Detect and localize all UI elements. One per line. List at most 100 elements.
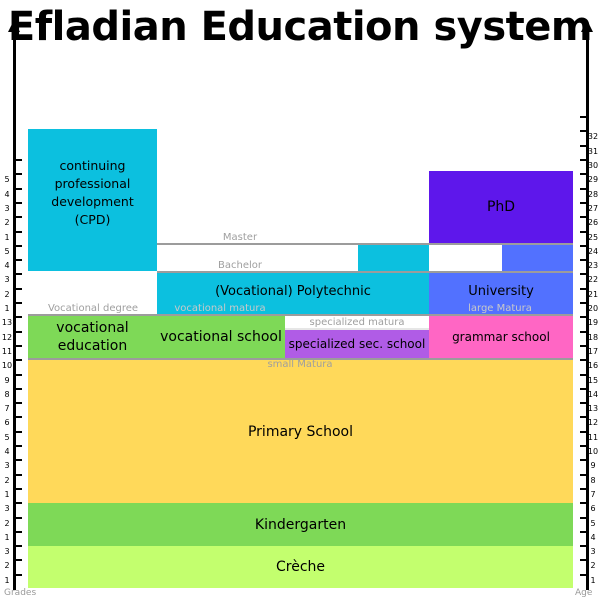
bachelor-line	[157, 271, 573, 273]
right-axis-tick	[579, 173, 587, 176]
left-axis-tick	[14, 487, 22, 490]
left-axis-tick	[14, 316, 22, 319]
right-axis-tick	[579, 573, 587, 576]
right-axis-tick-label: 3	[590, 547, 596, 557]
right-axis-tick	[579, 287, 587, 290]
right-axis-caption: Age	[575, 588, 593, 598]
right-axis-tick-label: 24	[587, 246, 599, 256]
right-axis-tick-label: 28	[587, 189, 599, 199]
left-axis-tick	[14, 359, 22, 362]
left-axis-arrow	[8, 20, 20, 32]
left-axis-tick	[14, 230, 22, 233]
right-axis-tick-label: 27	[587, 203, 599, 213]
left-axis-tick	[14, 530, 22, 533]
left-axis-tick-label: 6	[4, 418, 10, 428]
right-axis-tick-label: 7	[590, 489, 596, 499]
left-axis-tick-label: 2	[4, 218, 10, 228]
right-axis-tick-label: 29	[587, 175, 599, 185]
right-axis-tick	[579, 187, 587, 190]
left-axis-tick-label: 10	[1, 361, 13, 371]
left-axis-tick-label: 7	[4, 404, 10, 414]
left-axis-tick	[14, 273, 22, 276]
bachelor-caption: Bachelor	[218, 260, 262, 271]
right-axis-tick-label: 10	[587, 447, 599, 456]
left-axis-tick-label: 8	[4, 389, 10, 399]
left-axis-tick-label: 3	[4, 461, 10, 471]
left-axis-tick	[14, 373, 22, 376]
phd-label: PhD	[486, 199, 516, 215]
right-axis-tick-label: 22	[587, 275, 599, 285]
left-axis-tick-label: 5	[4, 175, 10, 185]
right-axis-tick	[579, 230, 587, 233]
cpd-label: continuing professional development (CPD…	[51, 158, 134, 227]
right-axis-tick-label: 5	[590, 518, 596, 528]
right-axis-tick	[579, 201, 587, 204]
primary-school-block: Primary School	[28, 360, 573, 503]
right-axis-tick	[579, 402, 587, 405]
right-axis-tick	[579, 530, 587, 533]
cpd-block: continuing professional development (CPD…	[28, 129, 157, 271]
right-axis-tick	[579, 216, 587, 219]
left-axis-tick-label: 1	[4, 489, 10, 499]
right-axis-tick	[579, 459, 587, 462]
left-axis-tick-label: 3	[4, 547, 10, 557]
left-axis-tick-label: 1	[4, 304, 10, 313]
primary-school-label: Primary School	[247, 423, 354, 440]
left-axis-tick-label: 2	[4, 475, 10, 485]
right-axis-tick	[579, 373, 587, 376]
right-axis-tick	[579, 259, 587, 262]
small-matura-line	[28, 358, 573, 360]
master-line	[157, 243, 573, 245]
left-axis-tick-label: 1	[4, 532, 10, 542]
left-axis-tick-label: 12	[1, 332, 13, 342]
large-matura-caption: large Matura	[468, 303, 532, 314]
right-axis-tick-label: 32	[587, 132, 599, 142]
right-axis-line	[585, 30, 589, 590]
left-axis-tick	[14, 187, 22, 190]
left-axis-tick-label: 5	[4, 246, 10, 256]
right-axis-tick-label: 9	[590, 461, 596, 471]
right-axis-tick-label: 26	[587, 218, 599, 228]
right-axis-tick-label: 23	[587, 261, 599, 271]
kindergarten-block: Kindergarten	[28, 503, 573, 546]
right-axis-tick	[579, 273, 587, 276]
right-axis-tick-label: 25	[587, 232, 599, 242]
left-axis-tick-label: 4	[4, 189, 10, 199]
polytechnic-label: (Vocational) Polytechnic	[215, 284, 371, 299]
right-axis-tick-label: 4	[590, 532, 596, 542]
left-axis-tick	[14, 502, 22, 505]
right-axis-tick	[579, 430, 587, 433]
left-axis-tick-label: 1	[4, 232, 10, 242]
right-axis-tick	[579, 359, 587, 362]
master-caption: Master	[222, 232, 258, 243]
left-axis-tick-label: 2	[4, 561, 10, 571]
specialized-sec-school-block: specialized sec. school	[285, 330, 429, 358]
right-axis-tick-label: 14	[587, 389, 599, 399]
left-axis-tick-label: 2	[4, 289, 10, 299]
grammar-school-block: grammar school	[429, 316, 573, 358]
left-axis-tick-label: 4	[4, 447, 10, 456]
vocational-matura-caption: vocational matura	[174, 303, 266, 314]
left-axis-tick-label: 5	[4, 432, 10, 442]
right-axis-tick	[579, 316, 587, 319]
right-axis-tick	[579, 302, 587, 304]
right-axis-tick	[579, 159, 587, 161]
left-axis-tick	[14, 173, 22, 176]
left-axis-tick	[14, 516, 22, 519]
left-axis-tick	[14, 573, 22, 576]
left-axis-tick	[14, 330, 22, 333]
right-axis-tick-label: 16	[587, 361, 599, 371]
right-axis-tick	[579, 502, 587, 505]
right-axis-tick-label: 31	[587, 146, 599, 156]
left-axis-tick-label: 4	[4, 261, 10, 271]
right-axis-tick	[579, 545, 587, 548]
phd-block: PhD	[429, 171, 573, 243]
left-axis-tick	[14, 201, 22, 204]
left-axis-tick	[14, 287, 22, 290]
right-axis-tick-label: 30	[587, 161, 599, 170]
left-axis-tick-label: 3	[4, 275, 10, 285]
right-axis-tick-label: 18	[587, 332, 599, 342]
right-axis-tick	[579, 487, 587, 490]
right-axis-tick	[579, 116, 587, 119]
left-axis-tick	[14, 244, 22, 247]
